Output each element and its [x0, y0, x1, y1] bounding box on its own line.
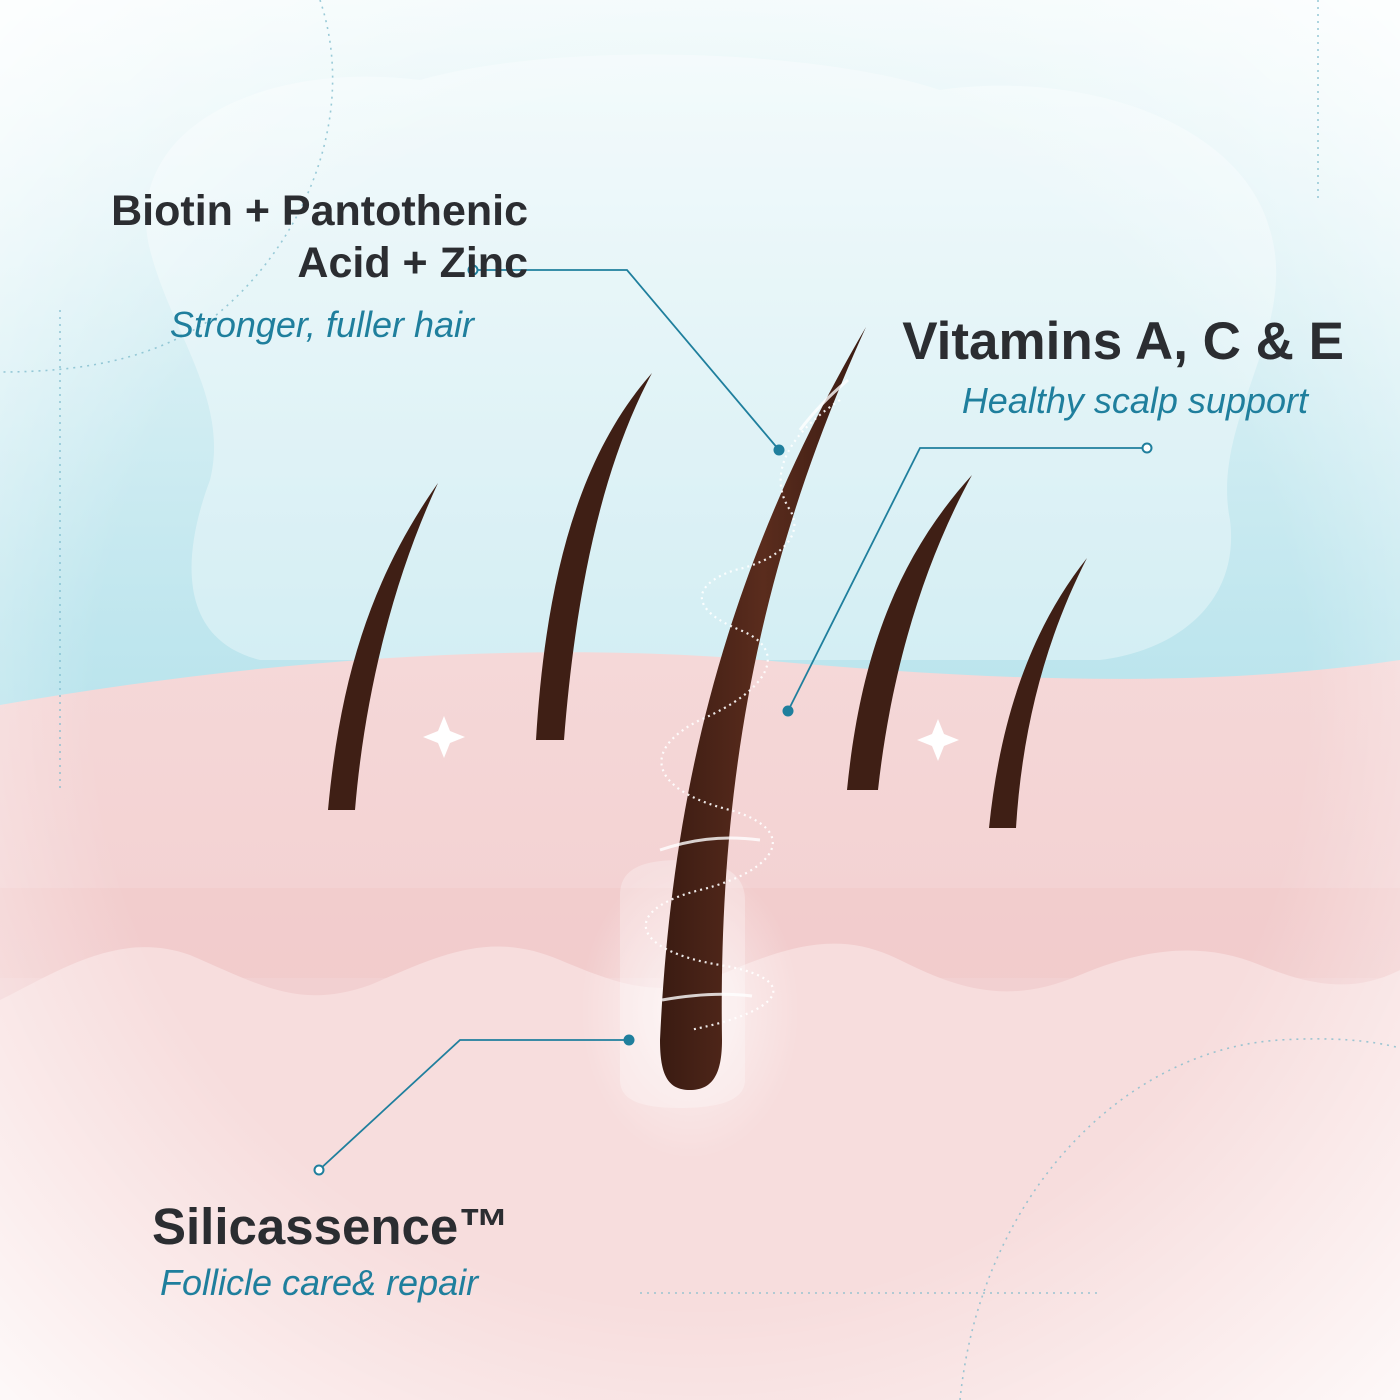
- callout-line-silicassence: [318, 1039, 629, 1171]
- biotin-callout-subtitle: Stronger, fuller hair: [169, 304, 474, 345]
- callout-dot-icon: [313, 1164, 325, 1176]
- callout-dot-icon: [773, 444, 785, 456]
- sparkles: [423, 716, 959, 761]
- hair-strands: [328, 327, 1087, 1090]
- callout-dots: [313, 264, 1153, 1176]
- hair-strand-5: [989, 558, 1087, 828]
- silicassence-callout-title: Silicassence™: [152, 1198, 510, 1255]
- biotin-title-line1: Biotin + Pantothenic: [111, 187, 528, 235]
- callout-line-vitamins: [787, 447, 1147, 712]
- callout-dot-icon: [782, 705, 794, 717]
- hair-strand-4: [847, 475, 972, 790]
- biotin-title-line2: Acid + Zinc: [297, 238, 528, 287]
- callout-dot-icon: [467, 264, 479, 276]
- vitamins-callout-subtitle: Healthy scalp support: [961, 380, 1308, 421]
- callout-lines: [318, 269, 1147, 1171]
- hair-strand-2: [536, 373, 652, 740]
- hair-strand-main: [660, 327, 866, 1090]
- hair-strand-1: [328, 483, 438, 810]
- callout-line-biotin: [473, 269, 780, 451]
- sparkle-icon: [423, 716, 465, 758]
- callout-dot-icon: [1141, 442, 1153, 454]
- spiral-sparkle: [644, 399, 841, 1032]
- callout-dot-icon: [623, 1034, 635, 1046]
- biotin-callout-title: Biotin + Pantothenic Acid + Zinc: [8, 186, 528, 289]
- vitamins-callout-title: Vitamins A, C & E: [902, 312, 1344, 371]
- sparkle-icon: [917, 719, 959, 761]
- silicassence-callout-subtitle: Follicle care& repair: [160, 1262, 479, 1303]
- sparkle-streaks: [659, 378, 849, 1002]
